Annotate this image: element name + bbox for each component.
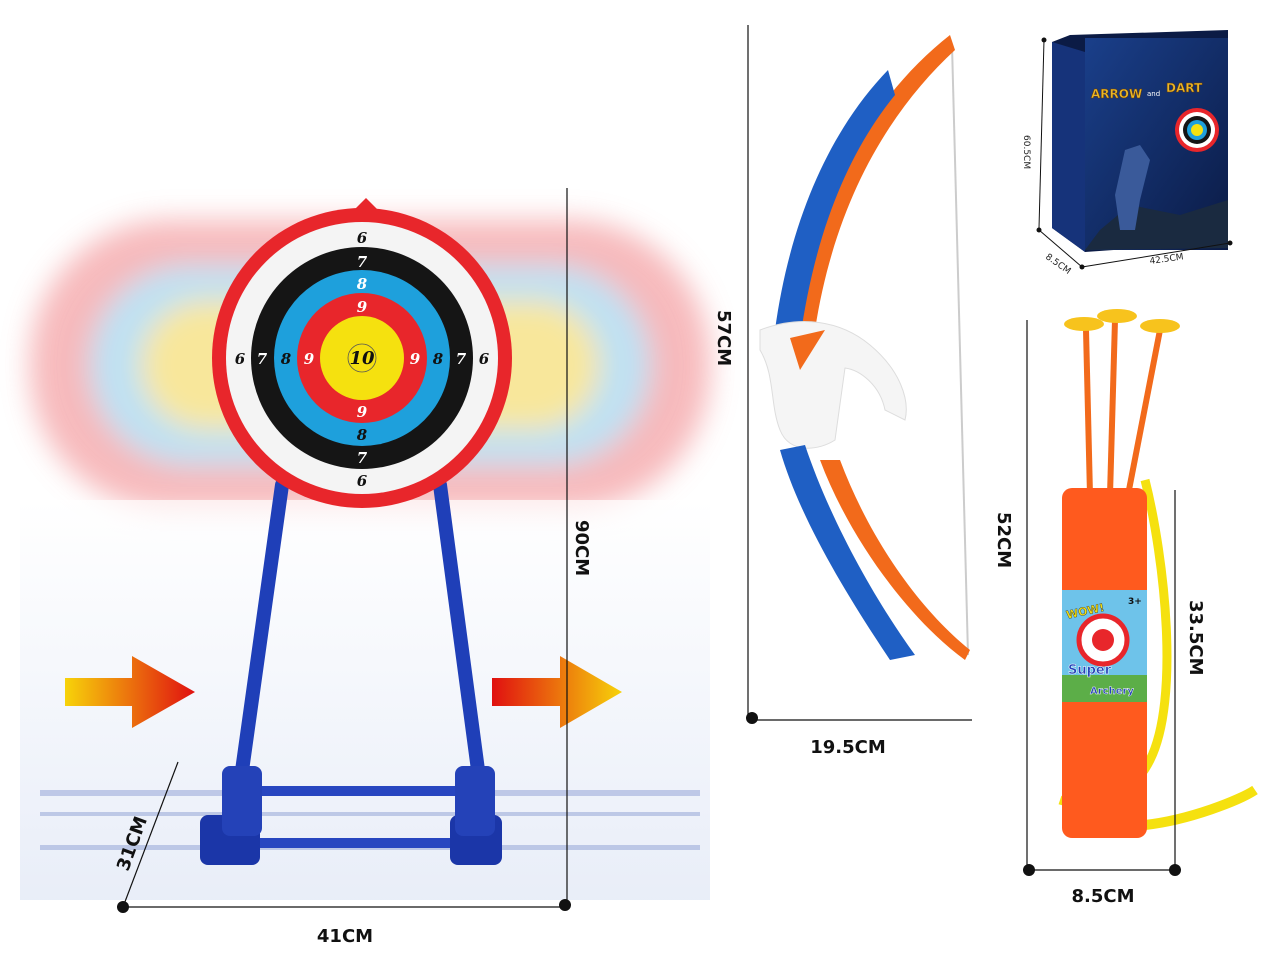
target-face: 6 7 8 9 10 9 8 7 6 6 7 8 9 9 8 7 6 bbox=[212, 198, 512, 508]
box-width-label: 42.5CM bbox=[1149, 252, 1184, 267]
quiver-body-label: 33.5CM bbox=[1185, 600, 1206, 676]
box-title-mid: and bbox=[1147, 90, 1160, 98]
ring-label-10: 10 bbox=[349, 348, 375, 369]
quiver-age-badge: 3+ bbox=[1128, 597, 1142, 607]
dimension-dot bbox=[746, 712, 758, 724]
dimension-dot bbox=[559, 899, 571, 911]
bow-height-label: 57CM bbox=[713, 310, 734, 366]
target-dimension-lines bbox=[122, 188, 568, 908]
quiver: WOW! 3+ Super Archery bbox=[1058, 309, 1258, 838]
ring-label-9-bottom: 9 bbox=[357, 403, 368, 421]
ring-label-9-top: 9 bbox=[357, 298, 368, 316]
ring-label-6-top: 6 bbox=[357, 229, 368, 247]
box-title-right: DART bbox=[1166, 81, 1203, 95]
ring-label-8-bottom: 8 bbox=[357, 426, 368, 444]
bow bbox=[759, 35, 970, 660]
quiver-brand-line1: Super bbox=[1068, 663, 1112, 678]
ring-label-8-right: 8 bbox=[433, 350, 444, 368]
target-width-label: 41CM bbox=[317, 926, 373, 947]
box-dimension-lines bbox=[1038, 39, 1231, 268]
bow-width-label: 19.5CM bbox=[810, 737, 886, 758]
right-arrow-icon bbox=[492, 656, 622, 728]
ring-label-7-right: 7 bbox=[456, 350, 467, 368]
ring-label-6-right: 6 bbox=[479, 350, 490, 368]
target-height-label: 90CM bbox=[571, 520, 592, 576]
quiver-dimension-lines bbox=[1026, 320, 1176, 871]
quiver-width-label: 8.5CM bbox=[1071, 886, 1134, 907]
box-title-left: ARROW bbox=[1091, 87, 1142, 101]
box-height-label: 60.5CM bbox=[1021, 135, 1031, 169]
ring-label-7-top: 7 bbox=[357, 253, 368, 271]
quiver-height-label: 52CM bbox=[993, 512, 1014, 568]
ring-label-8-top: 8 bbox=[357, 275, 368, 293]
ring-label-8-left: 8 bbox=[281, 350, 292, 368]
ring-label-9-right: 9 bbox=[410, 350, 421, 368]
quiver-brand-line2: Archery bbox=[1090, 686, 1134, 697]
ring-label-6-left: 6 bbox=[235, 350, 246, 368]
left-arrow-icon bbox=[65, 656, 195, 728]
ring-label-6-bottom: 6 bbox=[357, 472, 368, 490]
ring-label-7-bottom: 7 bbox=[357, 449, 368, 467]
ring-label-7-left: 7 bbox=[257, 350, 268, 368]
bow-dimension-lines bbox=[747, 25, 972, 721]
box-depth-label: 8.5CM bbox=[1043, 252, 1072, 276]
dimension-dot bbox=[117, 901, 129, 913]
target-stand bbox=[200, 478, 502, 865]
product-box: ARROW and DART bbox=[1052, 30, 1228, 252]
ring-label-9-left: 9 bbox=[304, 350, 315, 368]
